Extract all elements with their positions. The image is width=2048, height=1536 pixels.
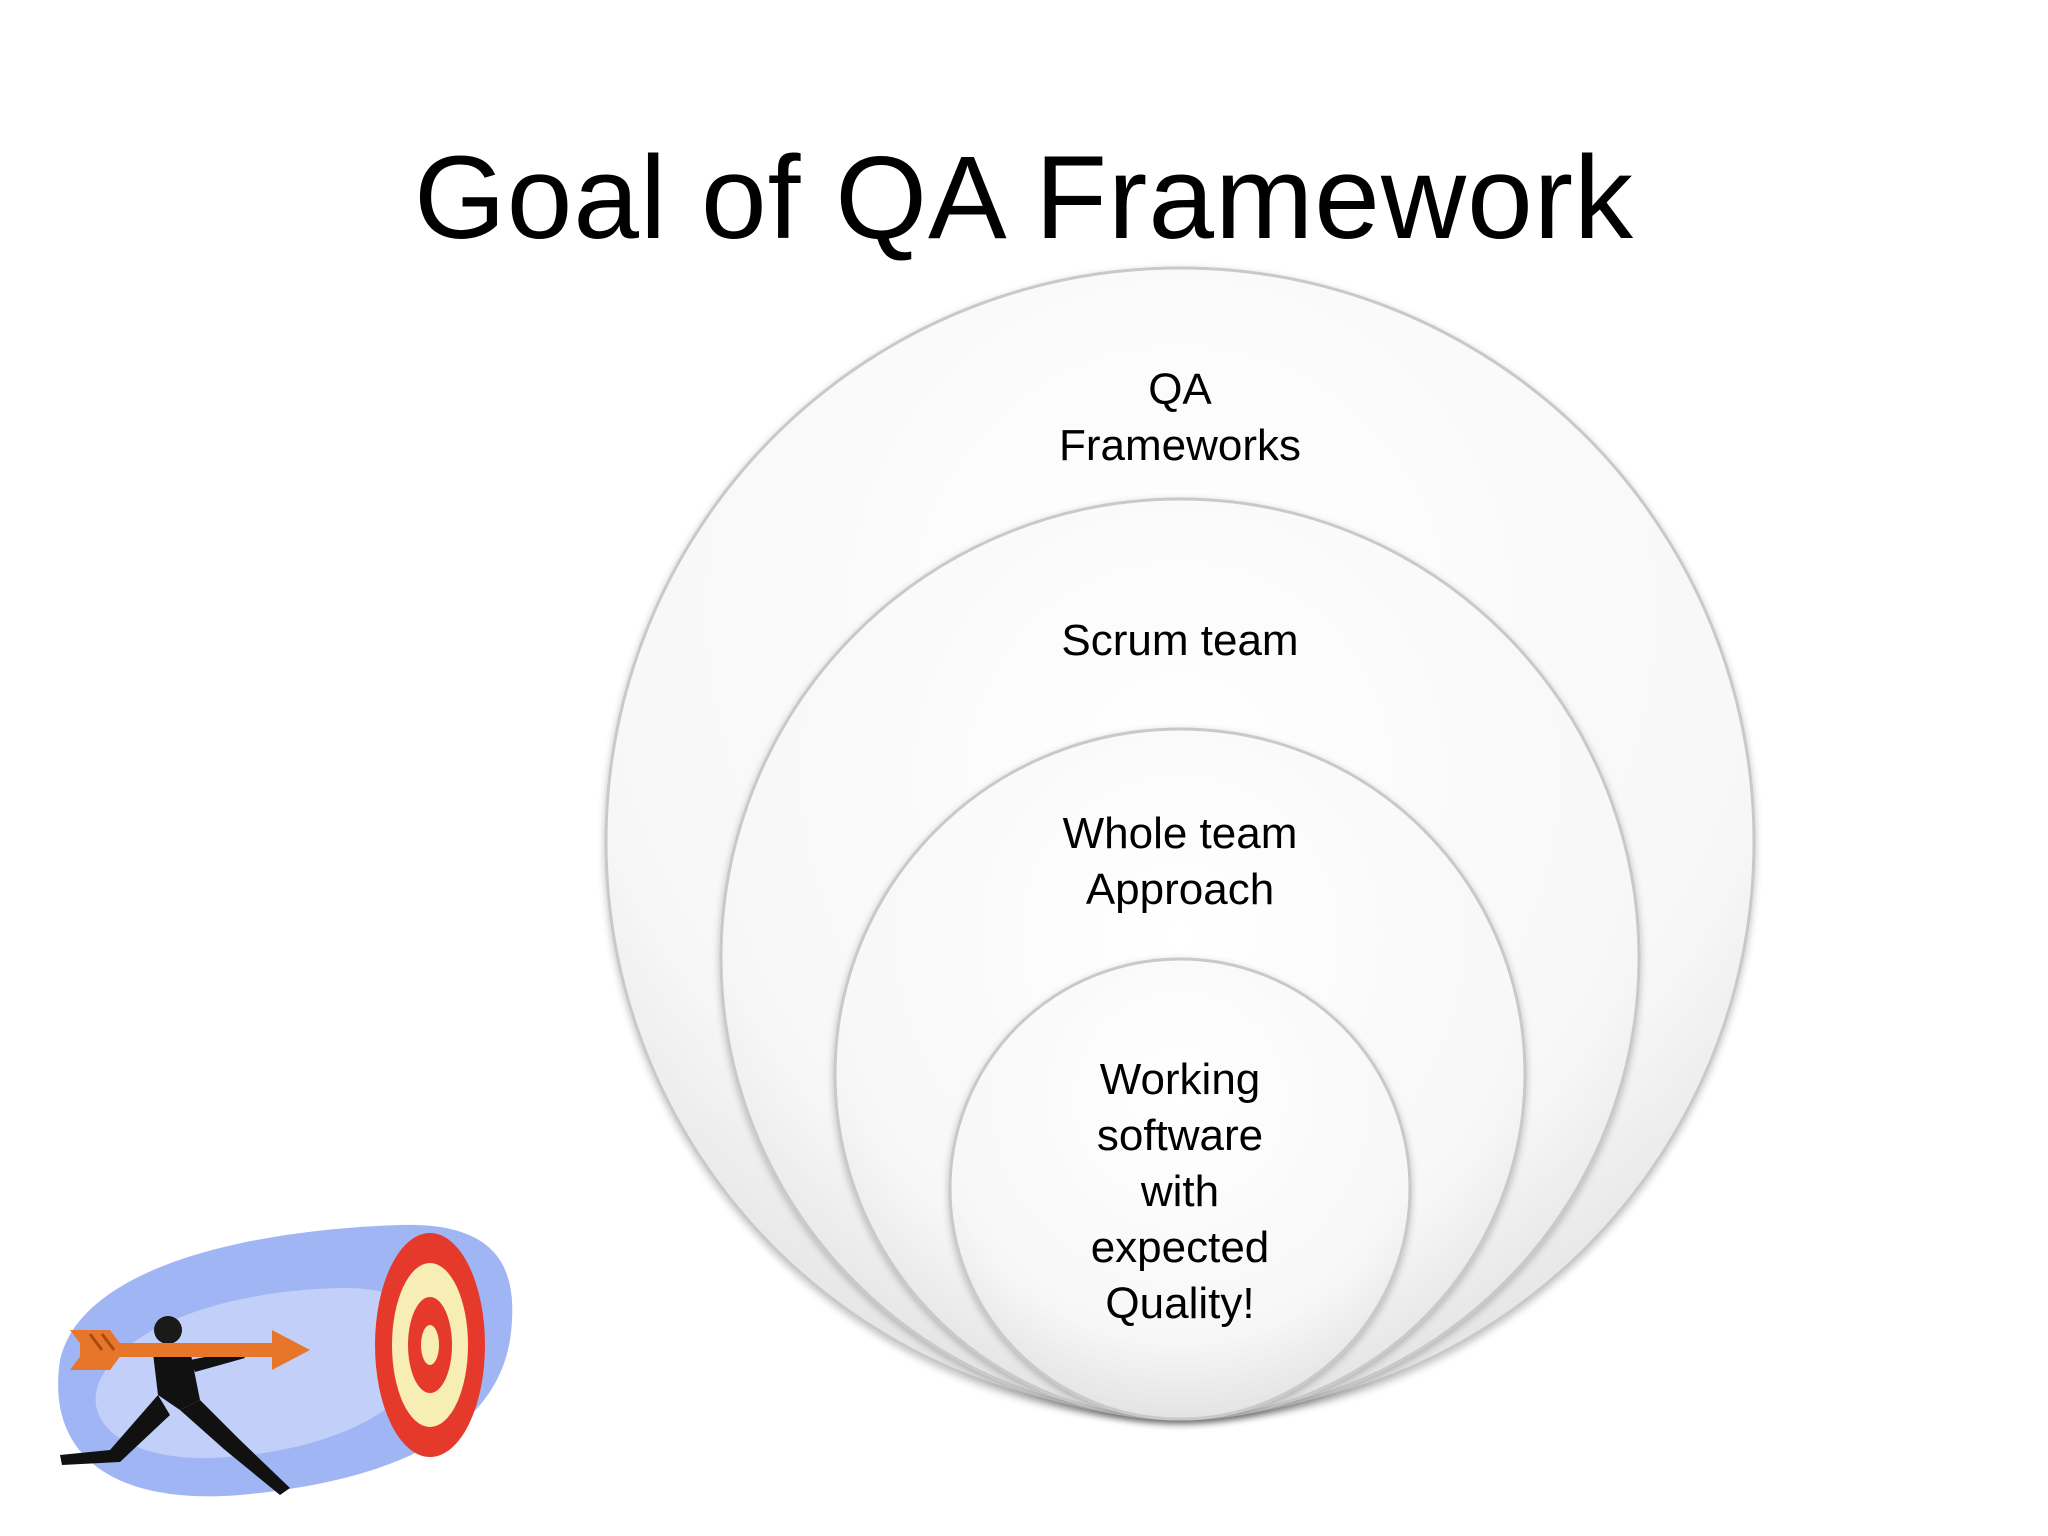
inner-circle-working-software bbox=[948, 957, 1412, 1421]
archer-target-icon bbox=[58, 1224, 513, 1497]
slide-title: Goal of QA Framework bbox=[413, 132, 1635, 264]
label-scrum-team: Scrum team bbox=[1061, 616, 1299, 665]
label-qa-frameworks: QA Frameworks bbox=[1058, 365, 1302, 470]
label-whole-team-approach: Whole team Approach bbox=[1062, 809, 1298, 914]
label-working-software: Working software with expected Quality! bbox=[1090, 1055, 1270, 1328]
arrow-projectile bbox=[70, 1330, 310, 1370]
target-center bbox=[421, 1325, 439, 1365]
